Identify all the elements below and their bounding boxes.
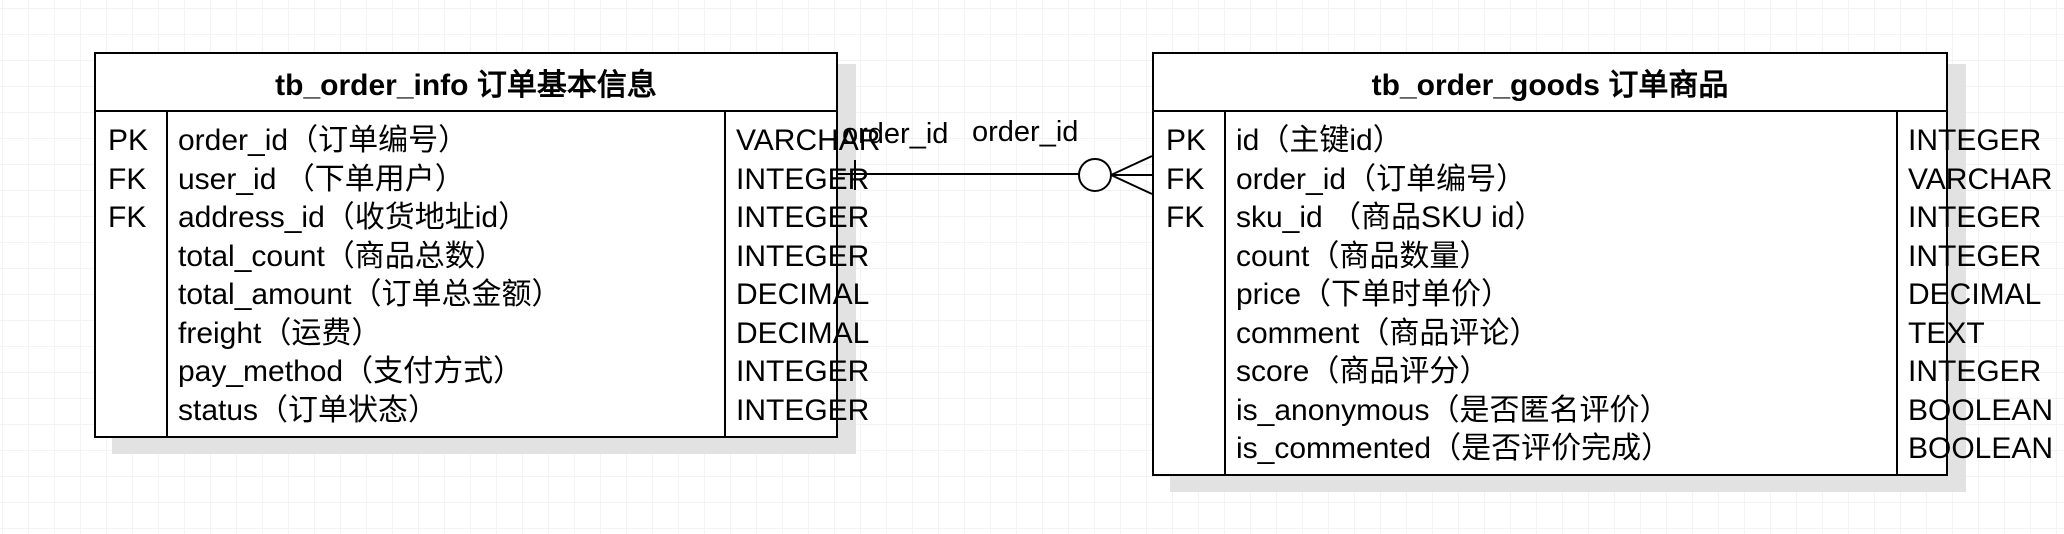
column-name-cell: total_amount（订单总金额） <box>178 278 562 311</box>
column-name-cell: id（主键id） <box>1236 124 1403 157</box>
column-name-cell: address_id（收货地址id） <box>178 201 529 234</box>
zero-cardinality-circle <box>1078 158 1112 192</box>
column-name-cell: order_id（订单编号） <box>1236 162 1527 196</box>
column-name-cell: user_id （下单用户） <box>178 162 465 196</box>
table-order-info[interactable]: tb_order_info 订单基本信息 PK FK FK order_id（订单编… <box>94 52 880 438</box>
column-name-cell: status（订单状态） <box>178 393 439 427</box>
column-name-cell: freight（运费） <box>178 316 382 350</box>
key-column: PK FK FK <box>96 112 168 436</box>
column-name-cell: is_commented（是否评价完成） <box>1236 432 1672 465</box>
column-name-cell: is_anonymous（是否匿名评价） <box>1236 393 1670 427</box>
key-cell: FK <box>108 162 147 196</box>
column-name-cell: total_count（商品总数） <box>178 239 505 273</box>
target-role-label: order_id <box>972 116 1079 148</box>
column-name-cell: score（商品评分） <box>1236 355 1490 388</box>
crows-foot-lower <box>1110 174 1153 195</box>
key-cell: FK <box>1166 201 1205 234</box>
column-name-cell: order_id（订单编号） <box>178 124 469 157</box>
column-name-cell: count（商品数量） <box>1236 239 1490 273</box>
table-title: tb_order_info 订单基本信息 <box>96 54 836 112</box>
key-column: PK FK FK <box>1154 112 1226 474</box>
key-cell: PK <box>1166 124 1207 157</box>
column-name-cell: pay_method（支付方式） <box>178 355 524 388</box>
column-name-cell: price（下单时单价） <box>1236 278 1512 311</box>
key-cell: FK <box>108 201 147 234</box>
key-cell: FK <box>1166 162 1205 196</box>
name-column: id（主键id） order_id（订单编号） sku_id （商品SKU id） c… <box>1226 112 1898 474</box>
column-name-cell: sku_id （商品SKU id） <box>1236 201 1545 234</box>
column-name-cell: comment（商品评论） <box>1236 316 1540 350</box>
crows-foot-upper <box>1110 155 1153 176</box>
source-role-label: order_id <box>842 118 949 150</box>
name-column: order_id（订单编号） user_id （下单用户） address_id（收… <box>168 112 726 436</box>
key-cell: PK <box>108 124 149 157</box>
table-title: tb_order_goods 订单商品 <box>1154 54 1946 112</box>
